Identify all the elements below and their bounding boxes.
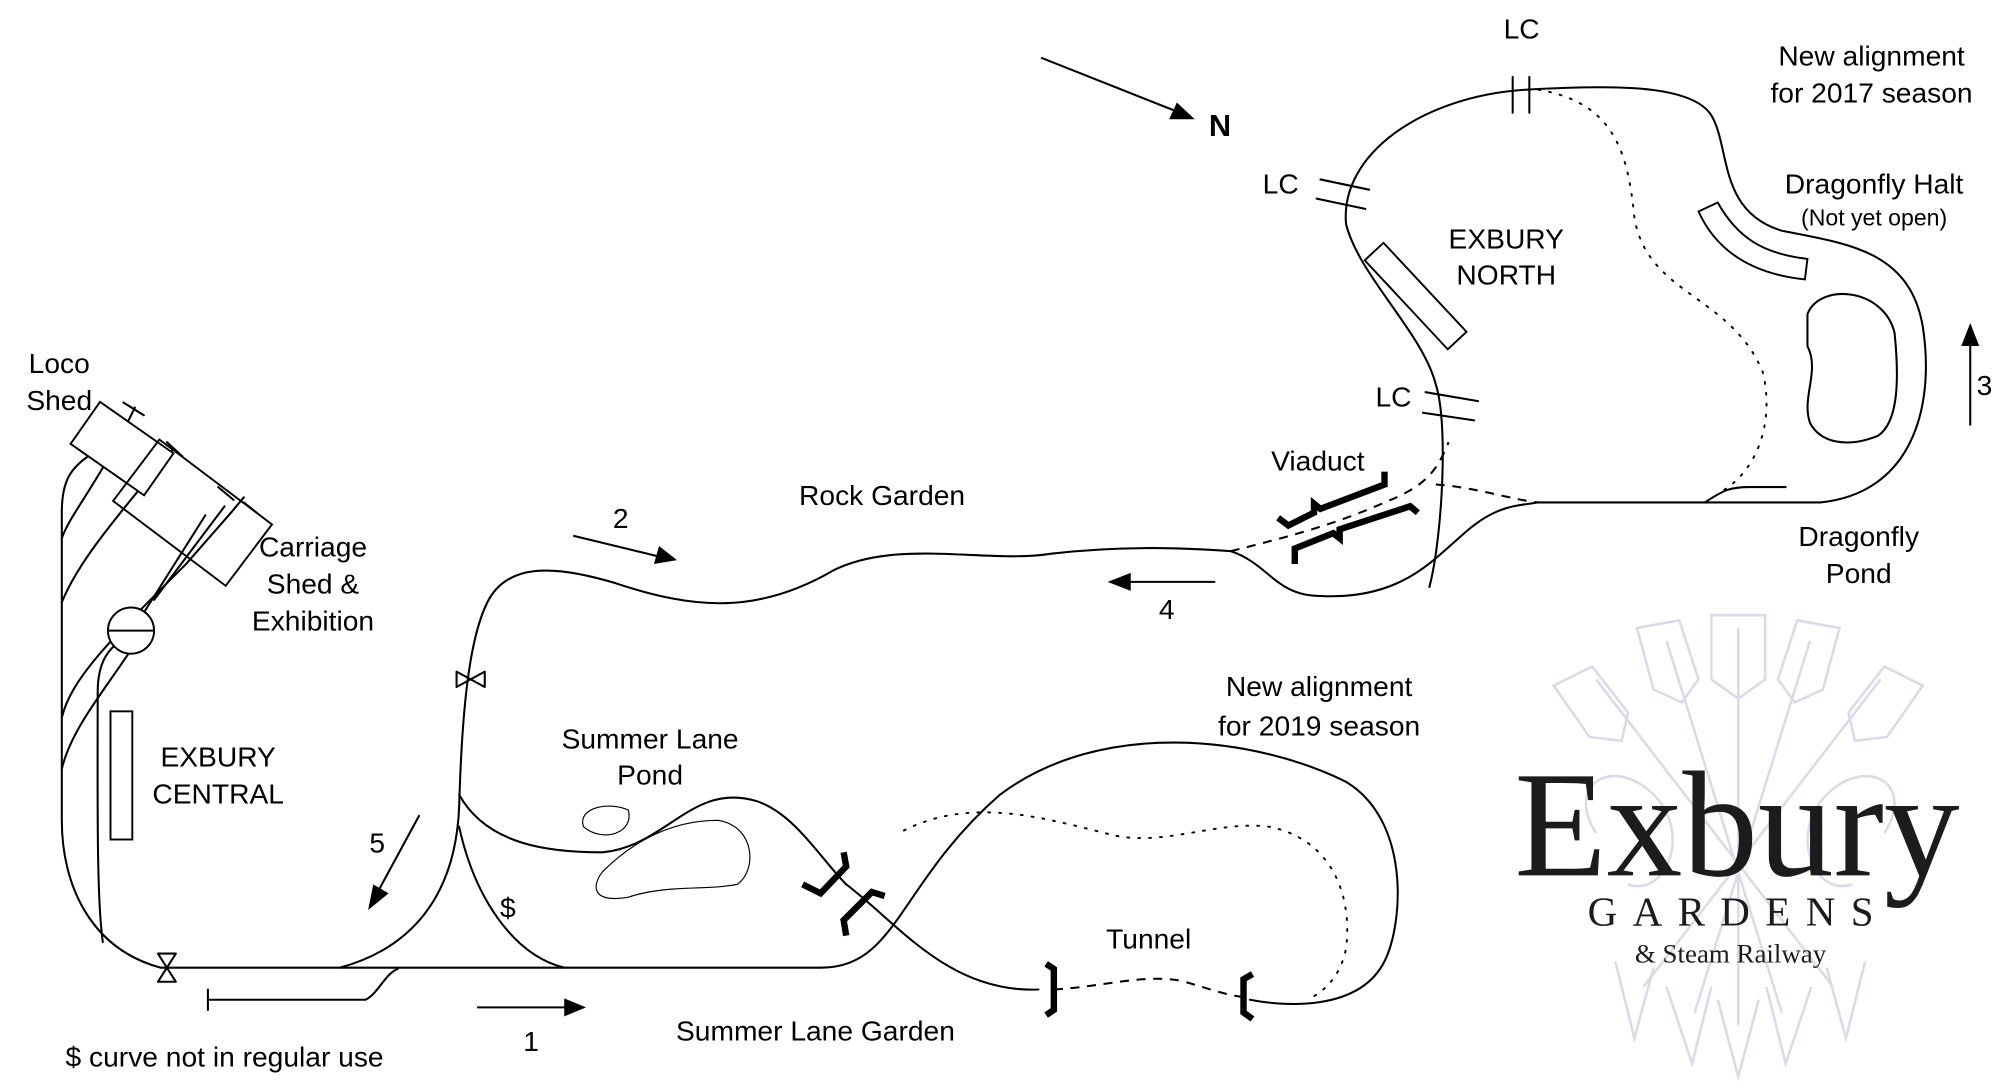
route-number-1: 1 (523, 1025, 539, 1057)
north-station-label-1: EXBURY (1449, 223, 1565, 255)
level-crossing-south (1421, 391, 1480, 422)
route-arrow-1: 1 (477, 998, 587, 1057)
logo-sub: GARDENS (1588, 888, 1889, 934)
north-station-label-2: NORTH (1456, 259, 1556, 291)
viaduct-symbol (1276, 471, 1420, 564)
lc-label-top: LC (1504, 12, 1540, 44)
bridge-summer-lane (801, 851, 886, 937)
lc-label-south: LC (1375, 380, 1411, 412)
route-arrow-2: 2 (572, 502, 678, 564)
carriage-shed-label-2: Shed & (267, 567, 360, 599)
dragonfly-halt-note: (Not yet open) (1801, 205, 1947, 231)
dragonfly-halt-label: Dragonfly Halt (1785, 168, 1964, 200)
level-crossing-west (1315, 178, 1371, 210)
viaduct-label: Viaduct (1271, 444, 1365, 476)
dragonfly-halt-platform (1697, 201, 1809, 281)
central-station-label-2: CENTRAL (152, 778, 284, 810)
route-number-3: 3 (1977, 369, 1993, 401)
lc-label-west: LC (1263, 168, 1299, 200)
north-arrow: N (1040, 56, 1231, 143)
logo-name: Exbury (1514, 740, 1960, 908)
alignment-2017-label-1: New alignment (1778, 39, 1965, 71)
points-symbol-rock (455, 670, 486, 689)
summer-lane-pond-label-2: Pond (617, 758, 683, 790)
tunnel-label: Tunnel (1106, 922, 1191, 954)
dragonfly-pond-label-2: Pond (1826, 557, 1892, 589)
logo-arrows-watermark (1551, 613, 1925, 1082)
level-crossing-top (1511, 75, 1531, 114)
route-arrow-3: 3 (1961, 322, 1993, 426)
route-arrow-4: 4 (1107, 572, 1216, 625)
route-number-4: 4 (1159, 593, 1175, 625)
summer-lane-pond-label-1: Summer Lane (562, 723, 739, 755)
curve-note: $ curve not in regular use (66, 1040, 384, 1072)
route-number-5: 5 (369, 826, 385, 858)
turntable (106, 606, 156, 655)
route-arrow-5: 5 (368, 814, 421, 910)
dragonfly-pond-outline (1806, 293, 1898, 444)
curve-marker: $ (500, 892, 516, 924)
summer-lane-garden-label: Summer Lane Garden (676, 1015, 955, 1047)
logo-tagline: & Steam Railway (1635, 939, 1827, 969)
central-platform (109, 710, 134, 841)
loco-shed-label-1: Loco (29, 347, 90, 379)
alignment-2019-label-2: for 2019 season (1218, 710, 1420, 742)
tunnel-portals (1044, 961, 1255, 1022)
carriage-shed-label-1: Carriage (259, 530, 367, 562)
rock-garden-label: Rock Garden (799, 479, 965, 511)
alignment-2019-label-1: New alignment (1226, 670, 1413, 702)
carriage-shed-label-3: Exhibition (252, 605, 374, 637)
central-station-label-1: EXBURY (160, 740, 276, 772)
carriage-shed (111, 438, 274, 588)
summer-lane-pond-large (595, 819, 751, 899)
north-label: N (1209, 108, 1231, 143)
points-symbol-central (156, 952, 177, 983)
summer-lane-pond-small (582, 805, 630, 836)
exbury-logo: Exbury GARDENS & Steam Railway (1514, 740, 1960, 968)
loco-shed-label-2: Shed (26, 384, 92, 416)
alignment-2017-label-2: for 2017 season (1770, 77, 1972, 109)
route-number-2: 2 (613, 502, 629, 534)
dragonfly-pond-label-1: Dragonfly (1798, 520, 1920, 552)
loco-shed (69, 400, 175, 497)
north-platform (1363, 241, 1468, 351)
